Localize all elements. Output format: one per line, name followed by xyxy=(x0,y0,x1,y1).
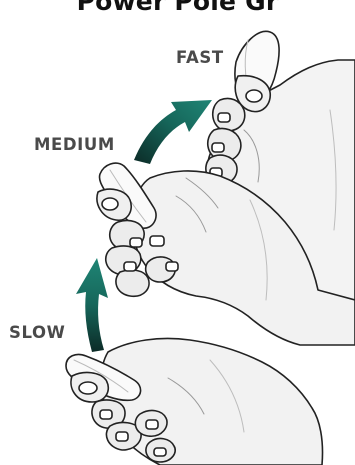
label-slow: SLOW xyxy=(9,323,65,342)
arrow-up-right-icon xyxy=(134,100,212,164)
hand-slow-icon xyxy=(66,339,323,465)
arrow-up-icon xyxy=(76,258,108,352)
label-fast: FAST xyxy=(176,48,224,67)
label-medium: MEDIUM xyxy=(34,135,115,154)
